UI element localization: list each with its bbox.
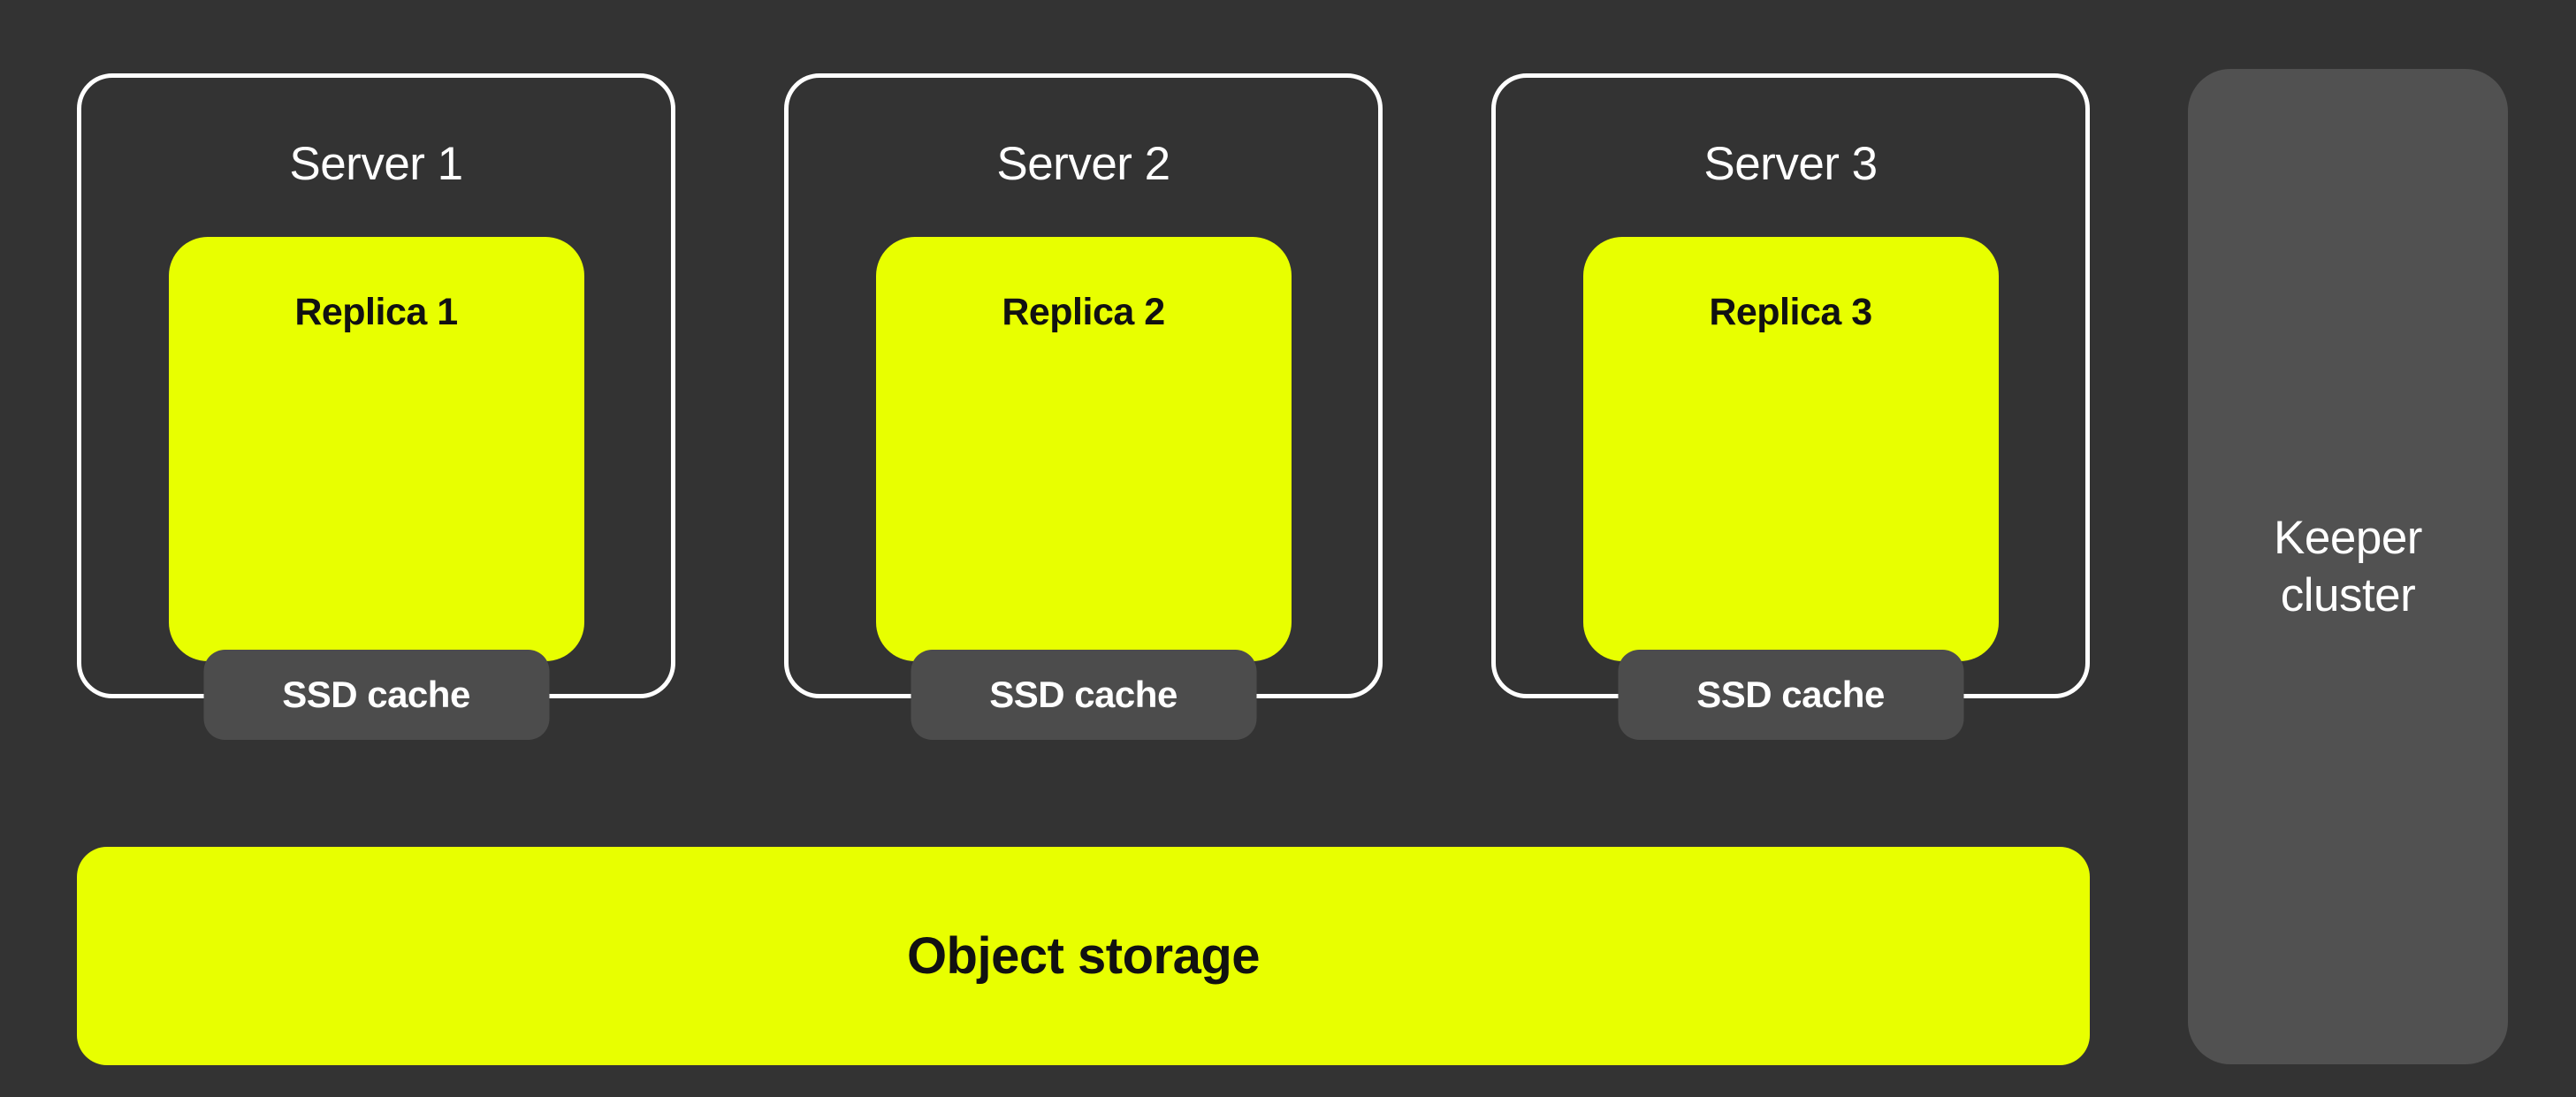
replica-1-box: Replica 1: [168, 237, 584, 661]
server-1-box: Server 1 Replica 1 SSD cache: [77, 73, 675, 740]
server-2-box: Server 2 Replica 2 SSD cache: [784, 73, 1383, 740]
server-3-title: Server 3: [1703, 138, 1878, 190]
replica-1-label: Replica 1: [294, 291, 458, 333]
server-3-ssd-cache-badge: SSD cache: [1618, 650, 1963, 740]
replica-2-box: Replica 2: [875, 237, 1292, 661]
server-3-box: Server 3 Replica 3 SSD cache: [1491, 73, 2090, 740]
server-1-ssd-cache-label: SSD cache: [282, 674, 470, 715]
replica-3-label: Replica 3: [1709, 291, 1872, 333]
server-2-ssd-cache-badge: SSD cache: [911, 650, 1256, 740]
object-storage-bar: Object storage: [77, 847, 2090, 1065]
keeper-cluster-box: Keeper cluster: [2188, 69, 2508, 1064]
replica-3-box: Replica 3: [1582, 237, 1999, 661]
server-1-ssd-cache-badge: SSD cache: [203, 650, 549, 740]
server-2-title: Server 2: [996, 138, 1170, 190]
server-3-ssd-cache-label: SSD cache: [1696, 674, 1885, 715]
object-storage-label: Object storage: [906, 927, 1261, 985]
replica-2-label: Replica 2: [1002, 291, 1165, 333]
keeper-cluster-label-line2: cluster: [2280, 569, 2416, 621]
keeper-cluster-label-line1: Keeper: [2274, 512, 2422, 564]
server-1-title: Server 1: [289, 138, 463, 190]
server-2-ssd-cache-label: SSD cache: [989, 674, 1177, 715]
